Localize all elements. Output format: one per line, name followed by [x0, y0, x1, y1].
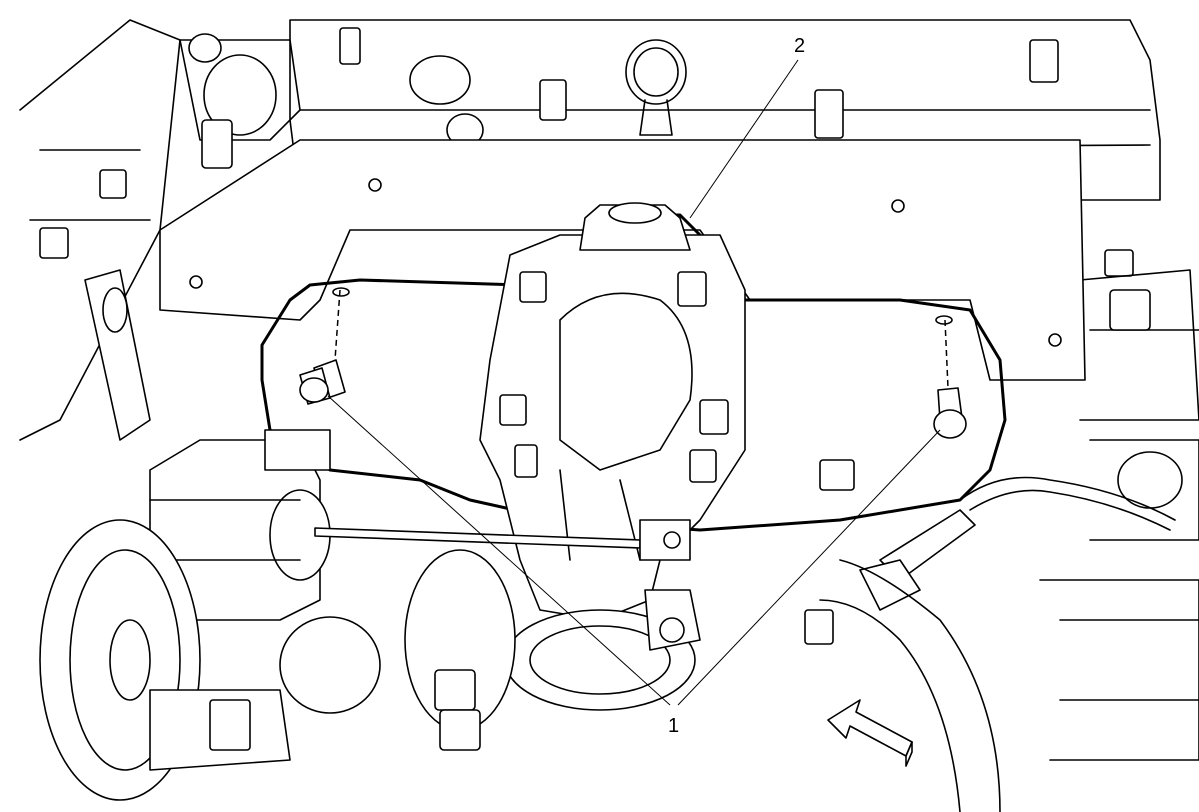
lower-left-components — [39, 519, 516, 801]
wastegate-actuator — [149, 429, 691, 621]
callout-label-1: 1 — [668, 715, 679, 737]
exhaust-manifold — [479, 202, 746, 711]
callout-leaders — [327, 59, 941, 706]
oxygen-sensor — [804, 459, 1176, 812]
exhaust-manifold-bolt-left — [299, 287, 350, 405]
heat-shield-bracket — [159, 139, 1086, 381]
view-direction-arrow-icon — [827, 699, 913, 767]
callout-label-2: 2 — [794, 35, 805, 57]
exhaust-manifold-bolt-right — [933, 315, 967, 439]
engine-block-background — [19, 19, 1199, 761]
